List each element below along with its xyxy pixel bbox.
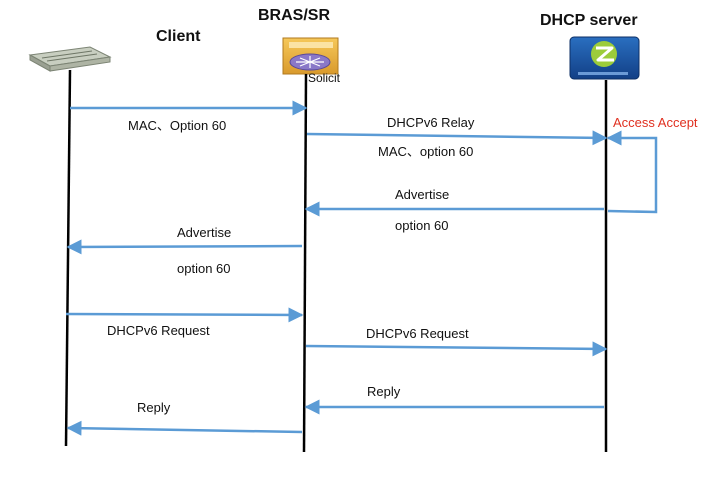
bras-label: BRAS/SR (258, 7, 331, 24)
option60-label-1: option 60 (395, 218, 449, 233)
reply-label-1: Reply (367, 384, 401, 399)
dhcp-label: DHCP server (540, 12, 638, 29)
router-icon (282, 37, 339, 75)
client-lifeline (64, 69, 72, 447)
arrow-request-2 (305, 341, 608, 357)
mac-option60-label-1: MAC、Option 60 (128, 118, 227, 133)
option60-label-2: option 60 (177, 261, 231, 276)
server-icon (569, 36, 640, 80)
advertise-label-2: Advertise (177, 225, 232, 240)
client-label: Client (156, 28, 201, 45)
mac-option60-label-2: MAC、option 60 (378, 144, 474, 159)
arrow-request-1 (65, 307, 304, 323)
solicit-label: Solicit (308, 71, 341, 85)
relay-label: DHCPv6 Relay (387, 115, 475, 130)
advertise-label-1: Advertise (395, 187, 450, 202)
switch-icon (28, 46, 112, 72)
arrow-advertise-2 (66, 239, 303, 255)
arrow-relay (306, 130, 608, 146)
access-accept-label: Access Accept (613, 115, 698, 130)
request-label-1: DHCPv6 Request (107, 323, 210, 338)
reply-label-2: Reply (137, 400, 171, 415)
bras-lifeline (302, 73, 308, 453)
request-label-2: DHCPv6 Request (366, 326, 469, 341)
arrow-access-accept-loop (606, 130, 658, 214)
arrow-reply-2 (66, 420, 303, 436)
